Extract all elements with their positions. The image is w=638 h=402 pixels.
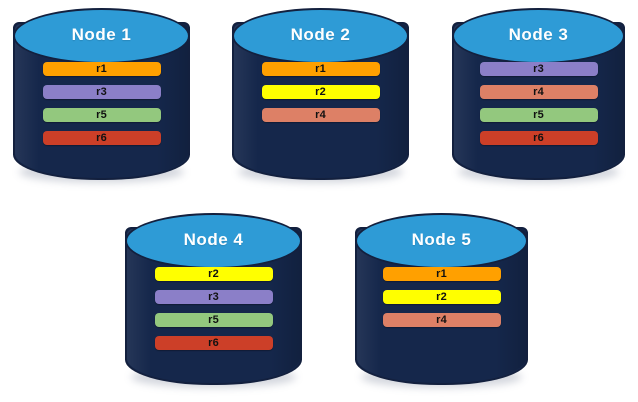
record-label: r5 — [208, 313, 219, 326]
record-list: r1 r3 r5 r6 — [13, 62, 190, 145]
record-label: r4 — [315, 108, 326, 121]
record-bar-r2[interactable]: r2 — [261, 85, 380, 99]
record-bar-r4[interactable]: r4 — [382, 313, 501, 327]
record-bar-r6[interactable]: r6 — [154, 336, 273, 350]
record-bar-r1[interactable]: r1 — [261, 62, 380, 76]
record-label: r6 — [533, 131, 544, 144]
database-node-5[interactable]: Node 5 r1 r2 r4 — [355, 213, 528, 388]
cylinder-top-disc: Node 2 — [232, 8, 409, 64]
record-label: r2 — [315, 85, 326, 98]
record-bar-r5[interactable]: r5 — [154, 313, 273, 327]
record-label: r5 — [533, 108, 544, 121]
cylinder-top-disc: Node 4 — [125, 213, 302, 269]
record-label: r2 — [208, 267, 219, 280]
record-bar-r3[interactable]: r3 — [479, 62, 598, 76]
record-label: r3 — [533, 62, 544, 75]
record-bar-r3[interactable]: r3 — [154, 290, 273, 304]
record-bar-r2[interactable]: r2 — [382, 290, 501, 304]
record-list: r1 r2 r4 — [232, 62, 409, 122]
record-label: r2 — [436, 290, 447, 303]
record-label: r1 — [96, 62, 107, 75]
record-list: r2 r3 r5 r6 — [125, 267, 302, 350]
record-bar-r1[interactable]: r1 — [42, 62, 161, 76]
record-label: r3 — [208, 290, 219, 303]
record-bar-r4[interactable]: r4 — [479, 85, 598, 99]
record-label: r1 — [436, 267, 447, 280]
record-bar-r5[interactable]: r5 — [479, 108, 598, 122]
record-bar-r4[interactable]: r4 — [261, 108, 380, 122]
record-label: r5 — [96, 108, 107, 121]
record-bar-r1[interactable]: r1 — [382, 267, 501, 281]
database-node-2[interactable]: Node 2 r1 r2 r4 — [232, 8, 409, 183]
node-title: Node 3 — [508, 25, 569, 44]
cylinder-top-disc: Node 1 — [13, 8, 190, 64]
record-label: r6 — [96, 131, 107, 144]
record-label: r1 — [315, 62, 326, 75]
node-title: Node 4 — [183, 230, 244, 249]
record-label: r6 — [208, 336, 219, 349]
database-node-4[interactable]: Node 4 r2 r3 r5 r6 — [125, 213, 302, 388]
database-node-3[interactable]: Node 3 r3 r4 r5 r6 — [452, 8, 625, 183]
node-title: Node 5 — [411, 230, 472, 249]
cylinder-top-disc: Node 5 — [355, 213, 528, 269]
record-label: r4 — [436, 313, 447, 326]
record-bar-r6[interactable]: r6 — [42, 131, 161, 145]
record-bar-r2[interactable]: r2 — [154, 267, 273, 281]
record-bar-r5[interactable]: r5 — [42, 108, 161, 122]
record-bar-r6[interactable]: r6 — [479, 131, 598, 145]
node-title: Node 2 — [290, 25, 351, 44]
record-bar-r3[interactable]: r3 — [42, 85, 161, 99]
record-label: r4 — [533, 85, 544, 98]
record-list: r1 r2 r4 — [355, 267, 528, 327]
node-title: Node 1 — [71, 25, 132, 44]
database-node-1[interactable]: Node 1 r1 r3 r5 r6 — [13, 8, 190, 183]
record-list: r3 r4 r5 r6 — [452, 62, 625, 145]
record-label: r3 — [96, 85, 107, 98]
cylinder-top-disc: Node 3 — [452, 8, 625, 64]
